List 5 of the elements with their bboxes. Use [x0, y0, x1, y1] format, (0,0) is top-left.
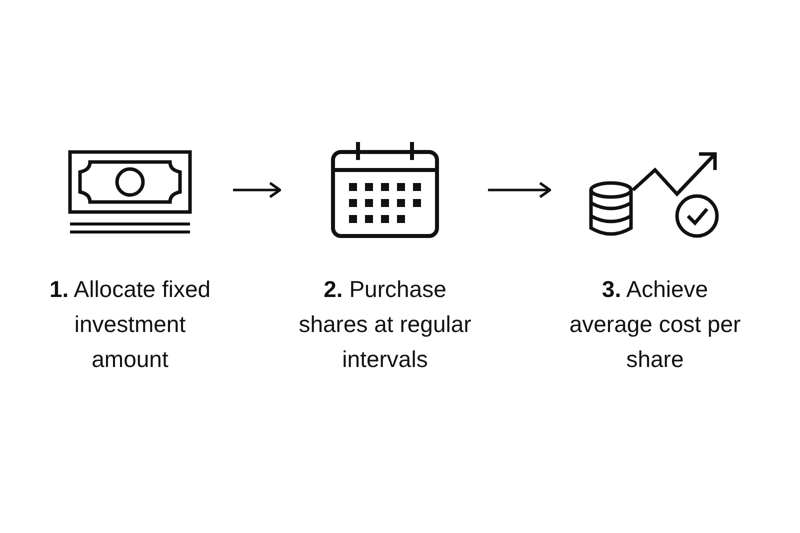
step-description: 1. Allocate fixed investment amount — [48, 275, 212, 374]
arrow — [488, 182, 552, 198]
step-description: 3. Achieve average cost per share — [568, 275, 742, 374]
step-description: 2. Purchase shares at regular intervals — [298, 275, 472, 374]
arrow — [233, 182, 282, 198]
